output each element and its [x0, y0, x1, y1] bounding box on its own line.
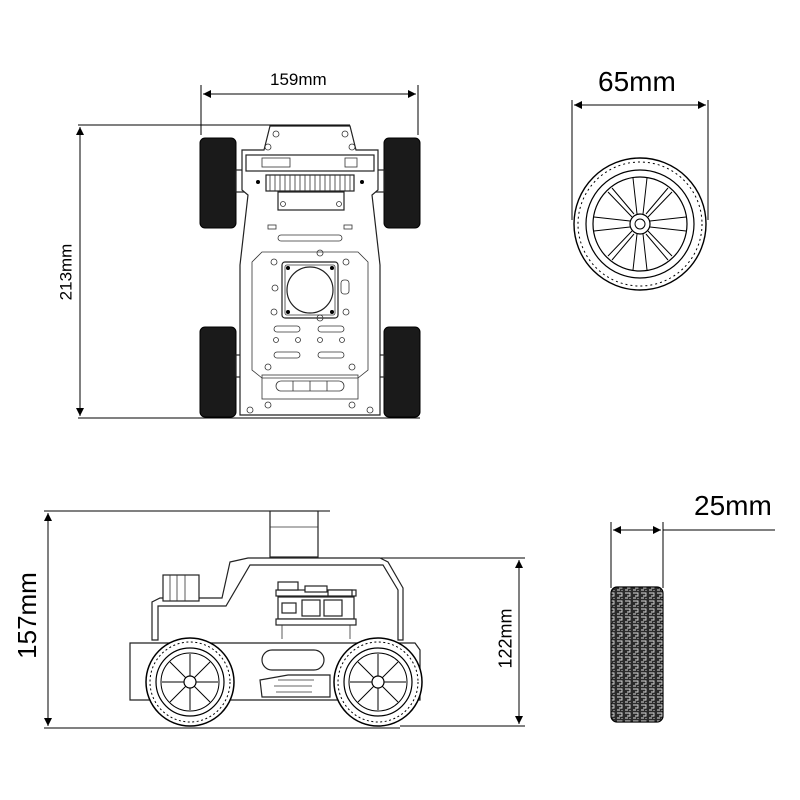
- side-body-height-label: 122mm: [495, 608, 516, 669]
- wheel-diameter-label: 65mm: [598, 66, 676, 97]
- control-board: [275, 581, 357, 639]
- rear-left-wheel: [199, 326, 237, 418]
- wheel-tread-view: [610, 522, 775, 723]
- side-total-height-label: 157mm: [11, 572, 42, 659]
- wheel-face-view: [571, 100, 709, 291]
- top-length-label: 213mm: [56, 243, 76, 301]
- lidar-mount: [271, 249, 350, 322]
- heatsink: [265, 174, 355, 192]
- front-right-wheel: [383, 137, 421, 229]
- front-left-wheel: [199, 137, 237, 229]
- rear-right-wheel: [383, 326, 421, 418]
- top-width-label: 159mm: [270, 70, 327, 89]
- width-dimension: [200, 85, 419, 135]
- side-rear-wheel: [333, 637, 423, 727]
- wheel-width-label: 25mm: [694, 490, 772, 521]
- top-view: [76, 85, 421, 419]
- length-dimension: [76, 124, 420, 419]
- side-front-wheel: [145, 637, 235, 727]
- side-view: [44, 510, 525, 729]
- camera: [162, 574, 200, 602]
- lidar: [269, 510, 319, 558]
